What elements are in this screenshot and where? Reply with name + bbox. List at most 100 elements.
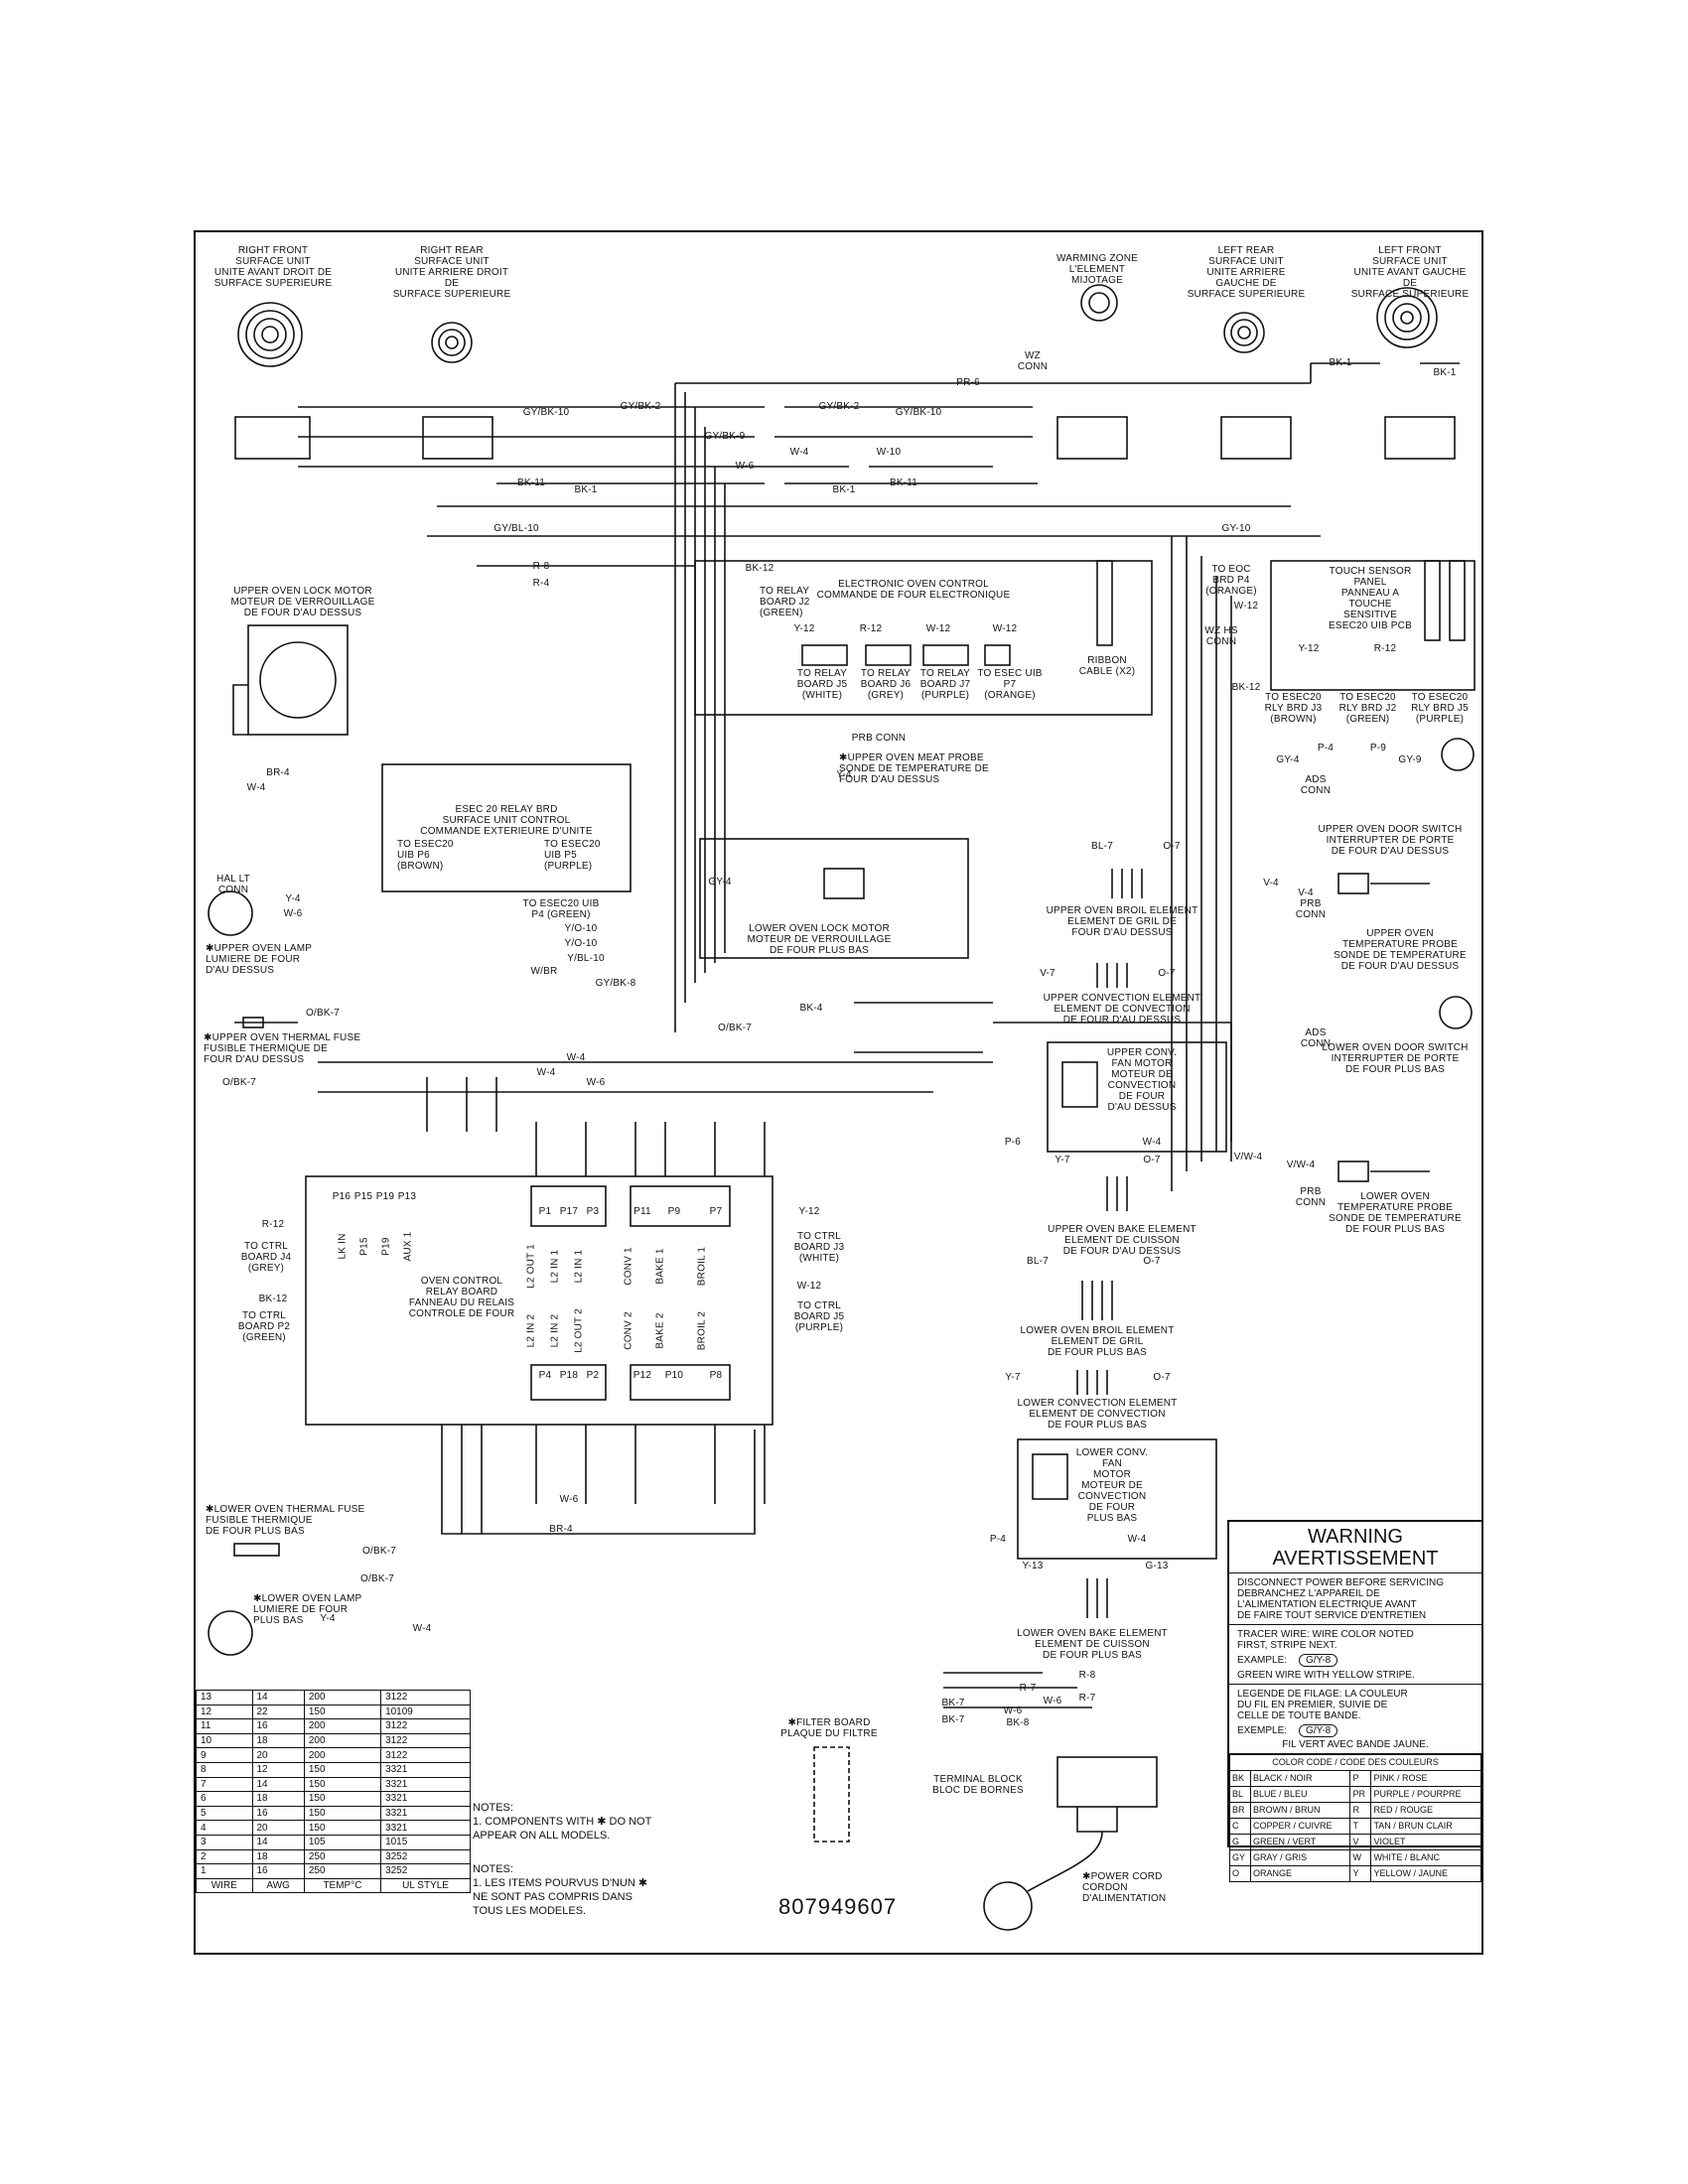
- relay-aux-label: AUX 1: [402, 1231, 414, 1262]
- exemple-code: G/Y-8: [1299, 1724, 1338, 1737]
- relay-label: L2 OUT 1: [525, 1244, 537, 1289]
- wire-tag: BK-12: [745, 563, 774, 574]
- wire-tag: W-4: [1142, 1137, 1162, 1148]
- wire-spec-cell: 13: [196, 1690, 253, 1706]
- color-code-cell: VIOLET: [1370, 1834, 1481, 1850]
- conn-to-esec-p7: TO ESEC UIB P7 (ORANGE): [977, 668, 1043, 701]
- label-right-rear: RIGHT REAR SURFACE UNIT UNITE ARRIERE DR…: [392, 245, 511, 300]
- color-code-cell: GREEN / VERT: [1249, 1834, 1351, 1850]
- upper-fan-outline: [1047, 1041, 1227, 1153]
- wire-tag: V/W-4: [1286, 1160, 1316, 1170]
- wire-tag: BK-12: [258, 1294, 288, 1304]
- wire-spec-cell: 18: [251, 1791, 305, 1807]
- wire-spec-cell: 200: [303, 1718, 382, 1734]
- wire-tag: W-4: [536, 1067, 556, 1078]
- wire-tag: R-12: [859, 623, 883, 634]
- label-upper-lamp: ✱UPPER OVEN LAMP LUMIERE DE FOUR D'AU DE…: [206, 943, 313, 976]
- wire-tag: R-4: [532, 578, 550, 589]
- label-lower-convection: LOWER CONVECTION ELEMENT ELEMENT DE CONV…: [1017, 1398, 1178, 1431]
- wire-tag: O/BK-7: [718, 1023, 752, 1033]
- label-upper-lock-motor: UPPER OVEN LOCK MOTOR MOTEUR DE VERROUIL…: [230, 586, 375, 618]
- label-lower-lock-motor: LOWER OVEN LOCK MOTOR MOTEUR DE VERROUIL…: [747, 923, 892, 956]
- wire-spec-cell: 3122: [380, 1732, 471, 1749]
- lower-lamp-icon: [208, 1610, 253, 1656]
- label-esec-relay: ESEC 20 RELAY BRD SURFACE UNIT CONTROL C…: [420, 804, 593, 837]
- relay-label: L2 IN 1: [549, 1249, 561, 1284]
- conn-to-esec-p4: TO ESEC20 UIB P4 (GREEN): [522, 898, 600, 920]
- wire-tag: O-7: [1143, 1155, 1161, 1165]
- conn-ads-upper: ADS CONN: [1300, 774, 1332, 796]
- exemple-label: EXEMPLE:: [1237, 1725, 1288, 1736]
- wire-tag: R-8: [1078, 1670, 1096, 1681]
- conn-prb-upper: PRB CONN: [1295, 898, 1327, 920]
- wire-spec-cell: 9: [196, 1747, 253, 1763]
- fil-vert-text: FIL VERT AVEC BANDE JAUNE.: [1282, 1739, 1429, 1750]
- relay-pin: P2: [586, 1370, 600, 1381]
- wire-tag: W-6: [283, 908, 303, 919]
- right-front-coil-icon: [237, 302, 303, 367]
- label-upper-convection: UPPER CONVECTION ELEMENT ELEMENT DE CONV…: [1043, 993, 1201, 1025]
- color-code-cell: G: [1229, 1834, 1251, 1850]
- label-lower-bake: LOWER OVEN BAKE ELEMENT ELEMENT DE CUISS…: [1017, 1628, 1168, 1661]
- wire-tag: BK-1: [832, 484, 856, 495]
- wire-spec-cell: 250: [303, 1848, 382, 1865]
- wire-spec-cell: 22: [251, 1704, 305, 1720]
- label-upper-temp-probe: UPPER OVEN TEMPERATURE PROBE SONDE DE TE…: [1334, 928, 1467, 972]
- relay-label: BAKE 1: [654, 1248, 666, 1285]
- label-upper-broil: UPPER OVEN BROIL ELEMENT ELEMENT DE GRIL…: [1046, 905, 1198, 938]
- wire-tag: V-4: [1298, 887, 1314, 898]
- wire-tag: O/BK-7: [222, 1077, 256, 1088]
- wire-spec-cell: 3321: [380, 1791, 471, 1807]
- conn-to-eoc-p4: TO EOC BRD P4 (ORANGE): [1205, 564, 1257, 597]
- wire-tag: O/BK-7: [360, 1573, 394, 1584]
- relay-label: BROIL 2: [696, 1310, 708, 1351]
- wire-tag: W-4: [789, 447, 809, 458]
- wire-tag: BK-7: [941, 1714, 965, 1725]
- wire-spec-cell: 3122: [380, 1747, 471, 1763]
- upper-door-switch-icon: [1441, 738, 1475, 771]
- label-upper-door-switch: UPPER OVEN DOOR SWITCH INTERRUPTER DE PO…: [1318, 824, 1463, 857]
- color-code-cell: W: [1349, 1849, 1372, 1866]
- wire-spec-cell: 150: [303, 1761, 382, 1778]
- wire-spec-cell: 3122: [380, 1690, 471, 1706]
- wire-tag: BL-7: [1027, 1256, 1049, 1267]
- lower-broil-element-icon: [1081, 1281, 1113, 1320]
- wire-spec-cell: 105: [303, 1834, 382, 1850]
- wire-tag: GY/BK-10: [895, 407, 942, 418]
- wire-tag: GY-10: [1221, 523, 1251, 534]
- color-code-cell: R: [1349, 1802, 1372, 1819]
- relay-label: L2 OUT 2: [573, 1308, 585, 1353]
- wire-tag: W-10: [876, 447, 902, 458]
- example-code: G/Y-8: [1299, 1654, 1338, 1667]
- color-code-cell: P: [1349, 1770, 1372, 1787]
- wire-tag: R-8: [532, 561, 550, 572]
- label-eoc: ELECTRONIC OVEN CONTROL COMMANDE DE FOUR…: [816, 579, 1011, 601]
- wire-tag: Y/O-10: [564, 923, 598, 934]
- wire-tag: O-7: [1163, 841, 1181, 852]
- label-touch-panel: TOUCH SENSOR PANEL PANNEAU A TOUCHE SENS…: [1329, 566, 1412, 631]
- wire-spec-cell: 7: [196, 1776, 253, 1793]
- color-code-cell: O: [1229, 1865, 1251, 1882]
- wire-tag: R-12: [1373, 643, 1397, 654]
- wire-tag: O-7: [1153, 1372, 1171, 1383]
- color-code-cell: C: [1229, 1818, 1251, 1835]
- lower-convection-element-icon: [1076, 1370, 1108, 1395]
- upper-lock-motor-body: [247, 624, 349, 736]
- conn-ads-lower: ADS CONN: [1300, 1027, 1332, 1049]
- right-rear-coil-icon: [431, 322, 473, 363]
- wire-spec-cell: 14: [251, 1776, 305, 1793]
- wire-spec-cell: 20: [251, 1820, 305, 1836]
- relay-aux-pin: P19: [375, 1191, 395, 1202]
- wz-limit-switch: [1056, 416, 1128, 460]
- color-code-cell: PINK / ROSE: [1370, 1770, 1481, 1787]
- color-code-cell: COPPER / CUIVRE: [1249, 1818, 1351, 1835]
- wire-tag: W-6: [1003, 1706, 1023, 1716]
- wire-tag: V-7: [1040, 968, 1055, 979]
